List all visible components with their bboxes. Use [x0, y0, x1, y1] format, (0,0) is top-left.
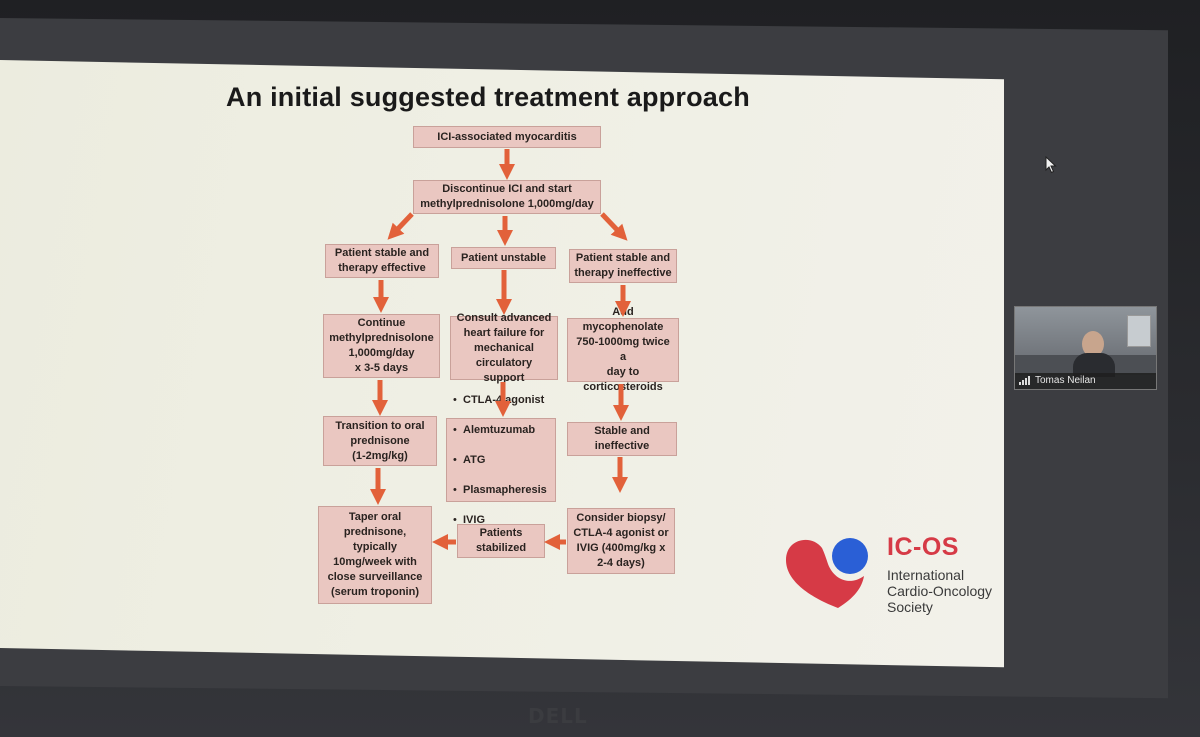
rescue-agent-list: CTLA-4 agonist Alemtuzumab ATG Plasmaphe…: [451, 378, 547, 543]
participant-video-tile[interactable]: Tomas Neilan: [1014, 306, 1157, 390]
box-consult-heart-failure: Consult advanced heart failure for mecha…: [450, 312, 558, 384]
box-transition-prednisone: Transition to oral prednisone (1-2mg/kg): [323, 416, 437, 466]
participant-name-bar: Tomas Neilan: [1015, 373, 1156, 389]
agent-atg: ATG: [453, 453, 547, 468]
box-rescue-agents: CTLA-4 agonist Alemtuzumab ATG Plasmaphe…: [446, 393, 556, 528]
agent-ivig: IVIG: [453, 513, 547, 528]
box-continue-methylpred: Continue methylprednisolone 1,000mg/day …: [323, 314, 440, 378]
box-discontinue-ici: Discontinue ICI and start methylpredniso…: [413, 180, 601, 214]
box-patients-stabilized: Patients stabilized: [457, 524, 545, 558]
flow-arrows: [369, 149, 632, 551]
arrow-to-left-branch: [387, 212, 414, 240]
mouse-cursor-icon: [1045, 156, 1057, 174]
box-ici-myocarditis: ICI-associated myocarditis: [413, 126, 601, 148]
participant-name: Tomas Neilan: [1035, 375, 1096, 386]
box-taper-prednisone: Taper oral prednisone, typically 10mg/we…: [318, 506, 432, 604]
box-consider-biopsy: Consider biopsy/ CTLA-4 agonist or IVIG …: [567, 508, 675, 574]
box-stable-ineffective: Stable and ineffective: [567, 422, 677, 456]
agent-plasmapheresis: Plasmapheresis: [453, 483, 547, 498]
box-unstable: Patient unstable: [451, 247, 556, 269]
box-stable-effective: Patient stable and therapy effective: [325, 244, 439, 278]
logo-title: IC-OS: [887, 533, 959, 561]
box-stable-ineffective-branch: Patient stable and therapy ineffective: [569, 249, 677, 283]
logo-subtitle: International Cardio-Oncology Society: [887, 567, 993, 615]
monitor-brand-logo: DELL: [528, 704, 588, 728]
arrow-to-right-branch: [600, 212, 628, 241]
participant-avatar: [1082, 331, 1104, 357]
slide-title: An initial suggested treatment approach: [226, 82, 750, 112]
agent-alemtuzumab: Alemtuzumab: [453, 423, 547, 438]
signal-strength-icon: [1019, 375, 1030, 385]
ic-os-logo-icon: [786, 538, 868, 608]
agent-ctla4: CTLA-4 agonist: [453, 393, 547, 408]
video-window: [1127, 315, 1151, 347]
